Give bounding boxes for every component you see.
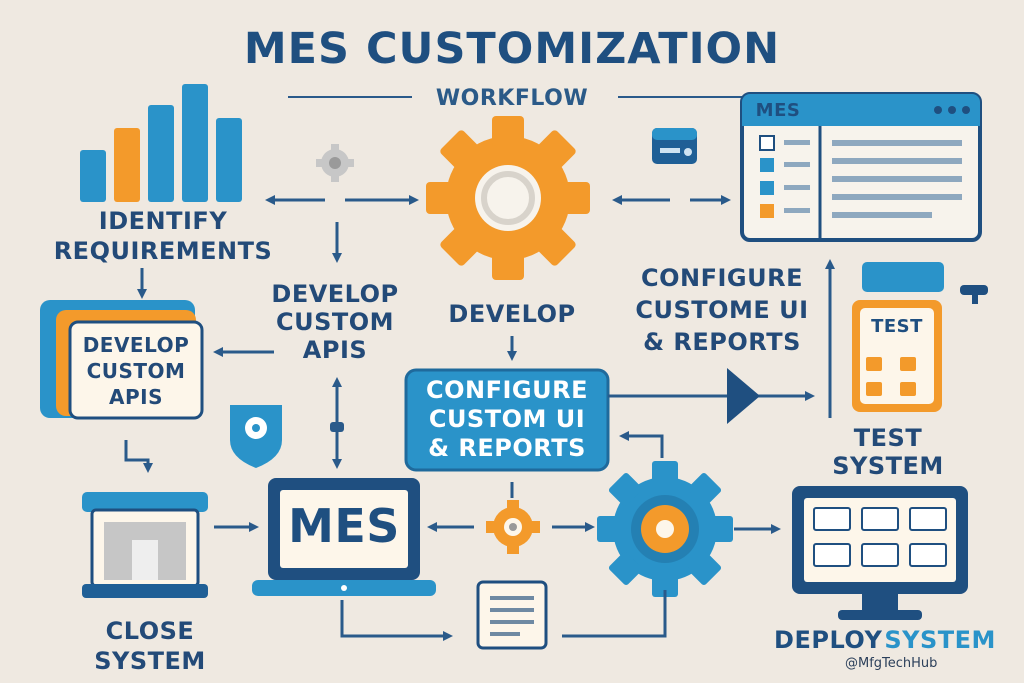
small-orange-gear-icon: [486, 500, 540, 554]
bar-chart-icon: [80, 84, 242, 202]
page-subtitle: WORKFLOW: [435, 86, 589, 111]
step-develop-custom-apis: DEVELOP CUSTOM APIS: [271, 280, 399, 364]
deploy-word: DEPLOY: [774, 626, 883, 654]
step-configure-customer-ui: CONFIGURE CUSTOME UI & REPORTS: [635, 264, 809, 356]
test-badge: TEST: [871, 316, 923, 337]
shield-gear-icon: [230, 405, 282, 468]
window-icon: [740, 92, 982, 242]
monitor-icon: [792, 486, 968, 620]
gear-icon: [426, 116, 590, 280]
document-icon: [476, 580, 548, 650]
connector-node: [330, 422, 344, 432]
window-title: MES: [755, 100, 801, 121]
server-icon: [82, 492, 208, 598]
folder-icon: [40, 300, 204, 420]
step-identify-requirements: IDENTIFY REQUIREMENTS: [53, 207, 273, 265]
step-close-system: CLOSE SYSTEM: [94, 617, 206, 675]
card-icon: [652, 128, 697, 164]
step-deploy-system: DEPLOYSYSTEM: [770, 626, 1000, 654]
configure-box: [404, 368, 610, 472]
laptop-icon: [252, 478, 436, 596]
configure-box-label: CONFIGURE CUSTOM UI & REPORTS: [426, 376, 588, 462]
step-develop: DEVELOP: [448, 300, 576, 328]
key-icon: [960, 285, 988, 304]
clipboard-icon: [852, 262, 944, 412]
author-handle: @MfgTechHub: [845, 656, 938, 671]
small-gear-icon: [316, 144, 354, 182]
system-word: SYSTEM: [884, 626, 996, 654]
folder-label: DEVELOP CUSTOM APIS: [82, 333, 190, 409]
step-test-system: TEST SYSTEM: [832, 424, 944, 480]
blue-gear-icon: [597, 461, 733, 597]
page-title: MES CUSTOMIZATION: [243, 24, 781, 74]
connectors: [124, 195, 835, 641]
laptop-screen-label: MES: [288, 499, 400, 553]
